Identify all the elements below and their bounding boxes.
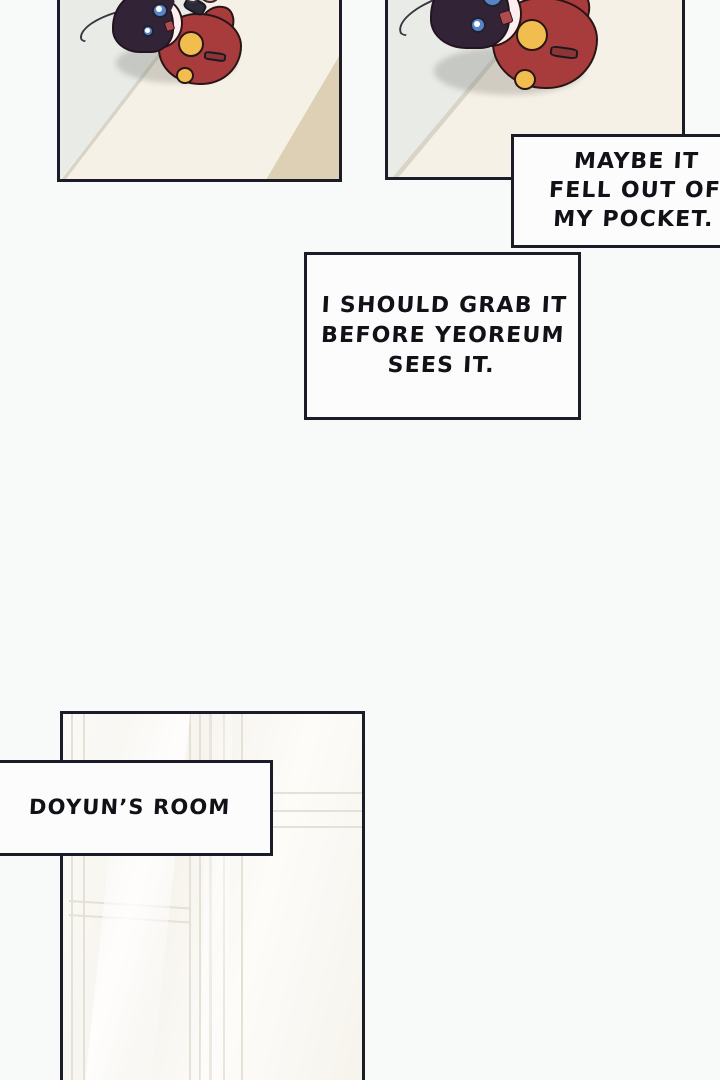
plush-belly-emblem (178, 31, 204, 57)
chibi-character-left (75, 0, 275, 115)
door-seam-vertical-1 (71, 714, 73, 1080)
speech-bubble-maybe-it-fell[interactable]: MAYBE IT FELL OUT OF MY POCKET. (511, 134, 720, 248)
door-seam-vertical-3 (189, 714, 191, 1080)
door-seam-vertical-4 (199, 714, 201, 1080)
chibi-eye-highlight-upper (156, 6, 162, 12)
chibi-eye-highlight-lower-right (474, 21, 480, 27)
panel-top-left (57, 0, 342, 182)
chibi-character-right (392, 0, 636, 131)
plush-belly-emblem-right (516, 19, 548, 51)
door-seam-vertical-7 (241, 714, 243, 1080)
caption-doyuns-room[interactable]: DOYUN’S ROOM (0, 760, 273, 856)
chibi-eye-highlight-lower (145, 28, 150, 33)
speech-bubble-i-should-grab-it-text: I SHOULD GRAB IT BEFORE YEOREUM SEES IT. (320, 293, 568, 378)
chibi-hair-right (430, 0, 510, 49)
speech-bubble-maybe-it-fell-text: MAYBE IT FELL OUT OF MY POCKET. (548, 149, 720, 233)
plush-belly-emblem-lower (176, 67, 194, 84)
wall-moulding-3 (243, 826, 362, 828)
speech-bubble-i-should-grab-it[interactable]: I SHOULD GRAB IT BEFORE YEOREUM SEES IT. (304, 252, 581, 420)
wall-moulding-2 (241, 810, 362, 812)
door-seam-vertical-2 (83, 714, 85, 1080)
caption-doyuns-room-text: DOYUN’S ROOM (28, 795, 232, 820)
plush-belly-emblem-right-lower (514, 69, 536, 90)
wall-moulding-1 (241, 792, 362, 794)
